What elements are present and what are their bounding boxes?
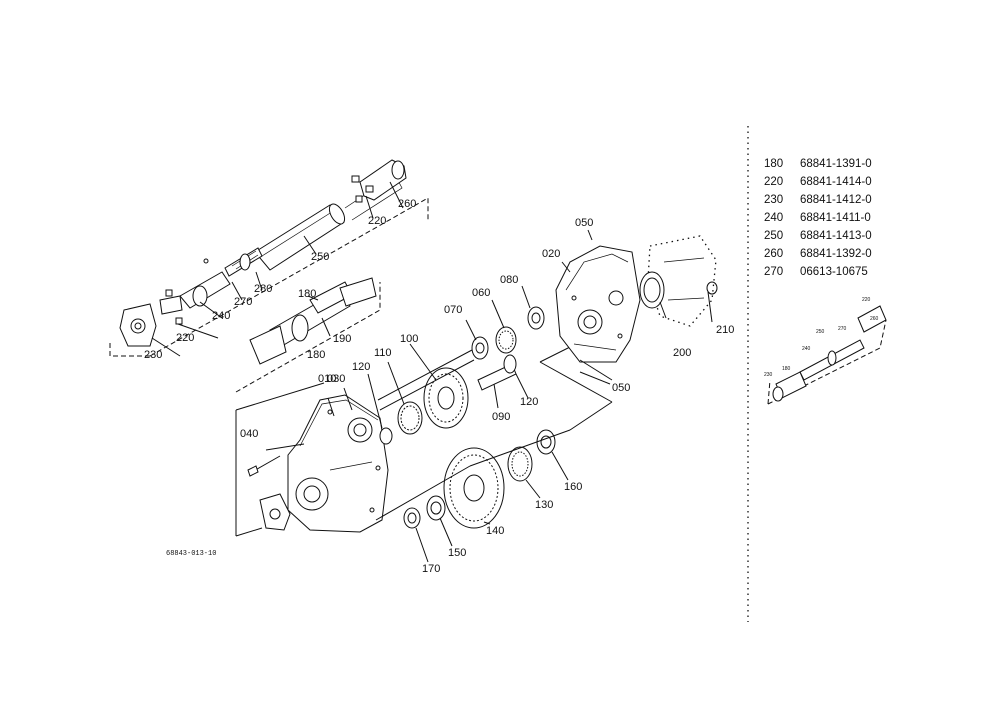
callout-label: 190 <box>333 333 351 345</box>
part-number: 68841-1392-0 <box>800 248 872 260</box>
callout-label: 020 <box>542 248 560 260</box>
part-number: 68841-1411-0 <box>800 212 871 224</box>
parts-table-row: 230 68841-1412-0 <box>764 194 872 206</box>
inset-label: 270 <box>838 326 847 332</box>
parts-table-row: 260 68841-1392-0 <box>764 248 872 260</box>
housing-icon <box>639 235 717 327</box>
housing-icon <box>555 245 641 381</box>
callout-label: 050 <box>575 217 593 229</box>
callout-label: 270 <box>234 296 252 308</box>
inset-label: 180 <box>782 366 791 372</box>
part-ref: 260 <box>764 248 783 260</box>
callout-label: 110 <box>374 347 392 359</box>
callout-label: 140 <box>486 525 504 537</box>
figure-number: 68843-013-10 <box>166 550 216 558</box>
callout-label: 080 <box>500 274 518 286</box>
part-ref: 180 <box>764 158 783 170</box>
leader-lines <box>151 181 713 563</box>
callout-label: 260 <box>398 198 416 210</box>
parts-table-row: 220 68841-1414-0 <box>764 176 872 188</box>
group-bracket <box>377 349 475 411</box>
inset-label: 220 <box>862 297 871 303</box>
housing-icon <box>235 382 389 537</box>
part-ref: 240 <box>764 212 783 224</box>
callout-label: 220 <box>368 215 386 227</box>
callout-label: 050 <box>612 382 630 394</box>
inset-label: 230 <box>764 372 773 378</box>
part-ref: 270 <box>764 266 783 278</box>
callout-label: 280 <box>254 283 272 295</box>
part-ref: 250 <box>764 230 783 242</box>
inset-label: 260 <box>870 316 879 322</box>
part-number: 68841-1414-0 <box>800 176 872 188</box>
callout-label: 130 <box>535 499 553 511</box>
callout-label: 160 <box>564 481 582 493</box>
callout-label: 040 <box>240 428 258 440</box>
callout-label: 150 <box>448 547 466 559</box>
part-number: 68841-1413-0 <box>800 230 872 242</box>
callout-label: 070 <box>444 304 462 316</box>
callout-label: 060 <box>472 287 490 299</box>
bearing-icon <box>379 281 718 529</box>
inset-driveshaft-drawing: 220 250 270 260 240 180 230 <box>764 297 887 405</box>
callout-label: 120 <box>520 396 538 408</box>
parts-table-row: 240 68841-1411-0 <box>764 212 871 224</box>
driveshaft-assembly <box>109 159 429 393</box>
inset-label: 250 <box>816 329 825 335</box>
parts-table-row: 180 68841-1391-0 <box>764 158 872 170</box>
callout-label: 010 <box>318 373 336 385</box>
callout-label: 170 <box>422 563 440 575</box>
callout-label: 180 <box>307 349 325 361</box>
universal-joint-icon <box>351 159 407 203</box>
parts-table-row: 250 68841-1413-0 <box>764 230 872 242</box>
part-number: 68841-1412-0 <box>800 194 872 206</box>
callout-label: 030 <box>327 373 345 385</box>
part-number: 68841-1391-0 <box>800 158 872 170</box>
gear-icon <box>397 326 533 529</box>
part-number: 06613-10675 <box>800 266 868 278</box>
part-ref: 230 <box>764 194 783 206</box>
callout-labels: 010 020 030 040 050 050 060 070 080 090 … <box>144 198 734 575</box>
callout-label: 180 <box>298 288 316 300</box>
inset-label: 240 <box>802 346 811 352</box>
callout-label: 210 <box>716 324 734 336</box>
callout-label: 250 <box>311 251 329 263</box>
part-ref: 220 <box>764 176 783 188</box>
callout-label: 220 <box>176 332 194 344</box>
callout-label: 090 <box>492 411 510 423</box>
callout-label: 120 <box>352 361 370 373</box>
group-bracket <box>375 321 621 521</box>
callout-label: 100 <box>400 333 418 345</box>
callout-label: 200 <box>673 347 691 359</box>
callout-label: 230 <box>144 349 162 361</box>
shaft-icon <box>254 174 403 271</box>
parts-table: 180 68841-1391-0 220 68841-1414-0 230 68… <box>764 158 872 278</box>
callout-label: 240 <box>212 310 230 322</box>
parts-table-row: 270 06613-10675 <box>764 266 868 278</box>
